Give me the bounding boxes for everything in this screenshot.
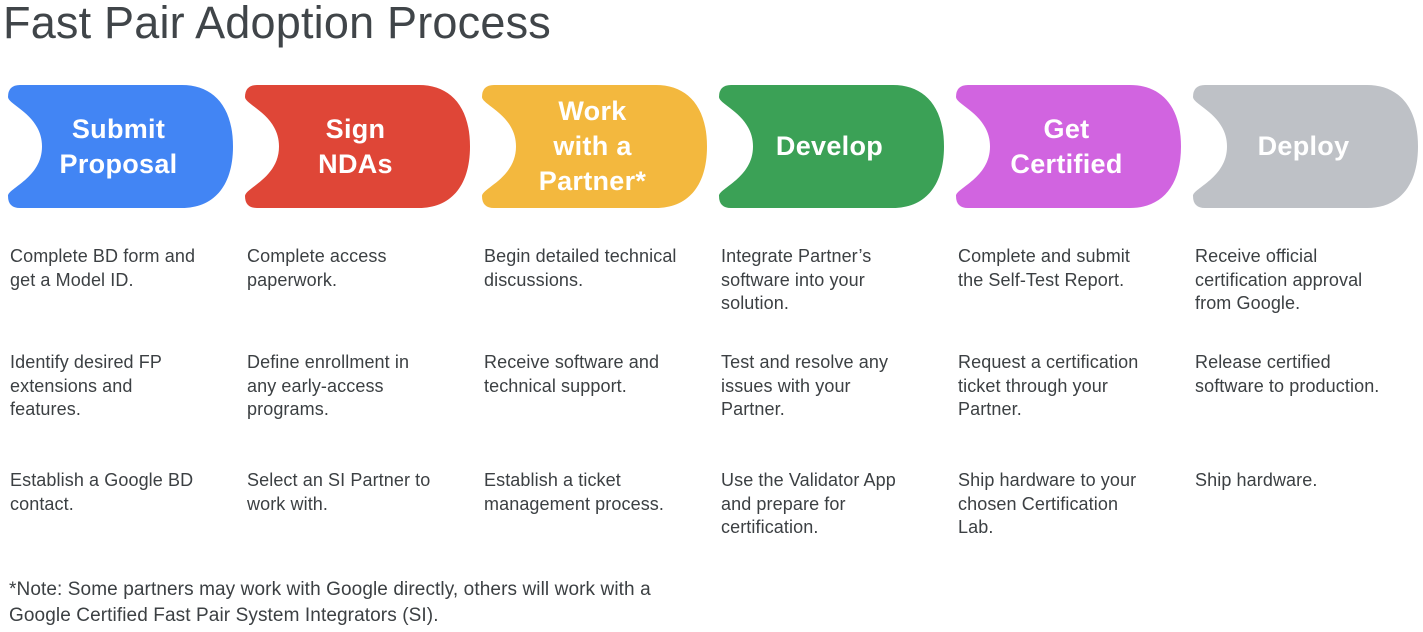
step-shape-path	[719, 85, 944, 208]
step-get-certified: Get Certified	[948, 85, 1185, 208]
step-description: Define enrollment in any early-access pr…	[247, 352, 410, 419]
page-title: Fast Pair Adoption Process	[3, 0, 551, 48]
step-description: Begin detailed technical discussions.	[484, 246, 677, 290]
step-work-with-partner: Work with a Partner*	[474, 85, 711, 208]
step-shape	[1193, 85, 1418, 208]
footnote: *Note: Some partners may work with Googl…	[9, 579, 651, 626]
step-shape-path	[8, 85, 233, 208]
step-description: Receive software and technical support.	[484, 352, 660, 396]
step-description: Complete BD form and get a Model ID.	[10, 246, 196, 290]
step-description: Complete access paperwork.	[247, 246, 387, 290]
step-shape	[482, 85, 707, 208]
step-description: Ship hardware.	[1195, 470, 1318, 490]
step-label: Work with a Partner*	[538, 96, 647, 196]
step-shape-path	[956, 85, 1181, 208]
step-develop: Develop	[711, 85, 948, 208]
step-description: Establish a ticket management process.	[484, 470, 664, 514]
step-label: Sign NDAs	[318, 113, 393, 179]
step-shape	[719, 85, 944, 208]
step-descriptions-grid: Complete BD form and get a Model ID. Com…	[0, 245, 1423, 540]
step-description: Complete and submit the Self-Test Report…	[958, 246, 1130, 290]
step-shape	[8, 85, 233, 208]
step-description: Test and resolve any issues with your Pa…	[721, 352, 889, 419]
step-description: Select an SI Partner to work with.	[247, 470, 431, 514]
step-description: Request a certification ticket through y…	[958, 352, 1139, 419]
step-description: Identify desired FP extensions and featu…	[10, 352, 162, 419]
step-label: Submit Proposal	[59, 113, 178, 179]
step-description: Release certified software to production…	[1195, 352, 1380, 396]
step-description: Receive official certification approval …	[1195, 246, 1363, 313]
step-sign-ndas: Sign NDAs	[237, 85, 474, 208]
step-shape	[956, 85, 1181, 208]
step-submit-proposal: Submit Proposal	[0, 85, 237, 208]
step-label: Develop	[775, 131, 884, 161]
process-steps-row: Submit Proposal Sign NDAs Work with a Pa…	[0, 85, 1423, 208]
step-label: Get Certified	[1010, 113, 1123, 179]
step-shape	[245, 85, 470, 208]
step-deploy: Deploy	[1185, 85, 1422, 208]
step-label: Deploy	[1257, 131, 1350, 161]
step-description: Use the Validator App and prepare for ce…	[721, 470, 896, 537]
step-shape-path	[482, 85, 707, 208]
step-description: Integrate Partner’s software into your s…	[721, 246, 872, 313]
step-description: Establish a Google BD contact.	[10, 470, 194, 514]
step-description: Ship hardware to your chosen Certificati…	[958, 470, 1137, 537]
step-shape-path	[245, 85, 470, 208]
step-shape-path	[1193, 85, 1418, 208]
